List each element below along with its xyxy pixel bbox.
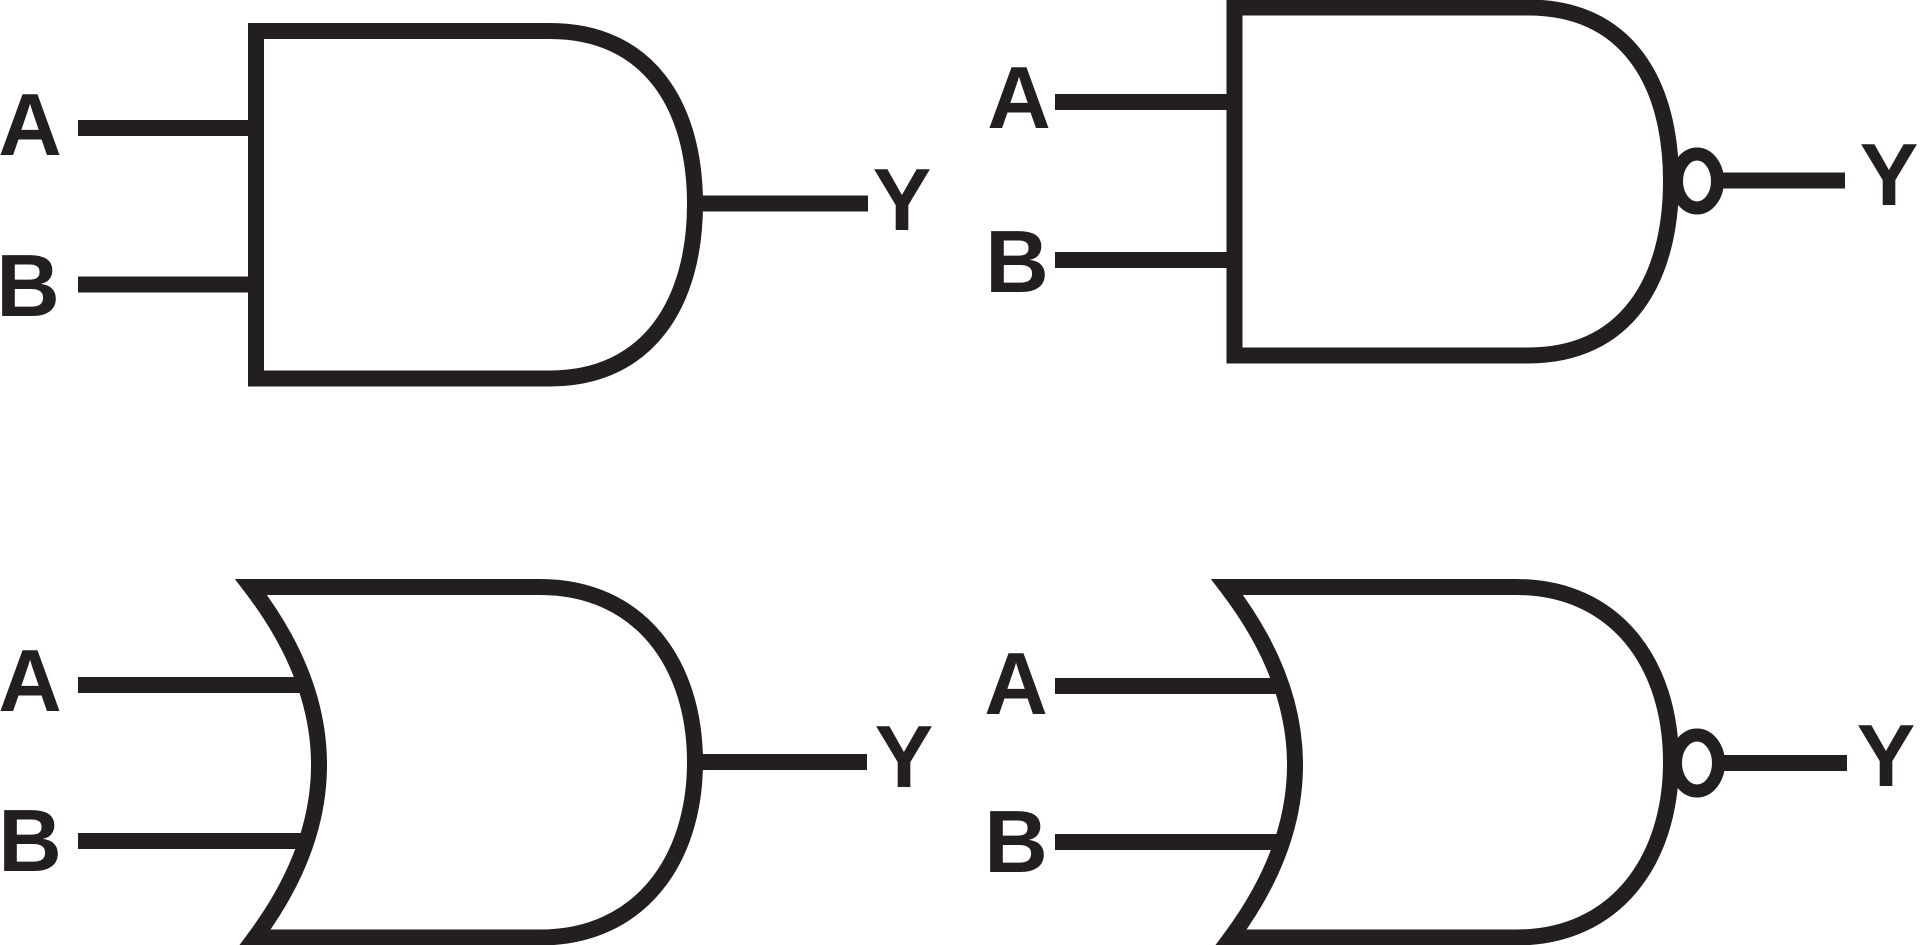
nand-gate: [1055, 0, 1845, 364]
nand-output-label: Y: [1859, 125, 1919, 224]
or-output-label: Y: [874, 707, 934, 806]
nor-gate: [1055, 579, 1847, 945]
nand-inversion-bubble-icon: [1670, 147, 1724, 215]
nor-input-b-label: B: [984, 792, 1048, 891]
nand-gate-symbol: [1226, 0, 1680, 364]
and-input-b-label: B: [0, 236, 60, 335]
nor-inversion-bubble-icon: [1669, 728, 1725, 798]
or-input-a-label: A: [0, 631, 62, 730]
nand-input-b-label: B: [985, 212, 1049, 311]
or-input-b-label: B: [0, 791, 62, 890]
or-gate-symbol: [234, 579, 704, 945]
and-input-a-label: A: [0, 75, 62, 174]
nor-gate-symbol: [1210, 579, 1680, 945]
nor-output-label: Y: [1856, 706, 1916, 805]
and-gate: [78, 23, 868, 387]
or-gate: [78, 579, 867, 945]
and-output-label: Y: [872, 150, 932, 249]
and-gate-symbol: [248, 23, 704, 387]
nor-input-a-label: A: [984, 634, 1048, 733]
nand-input-a-label: A: [987, 48, 1051, 147]
